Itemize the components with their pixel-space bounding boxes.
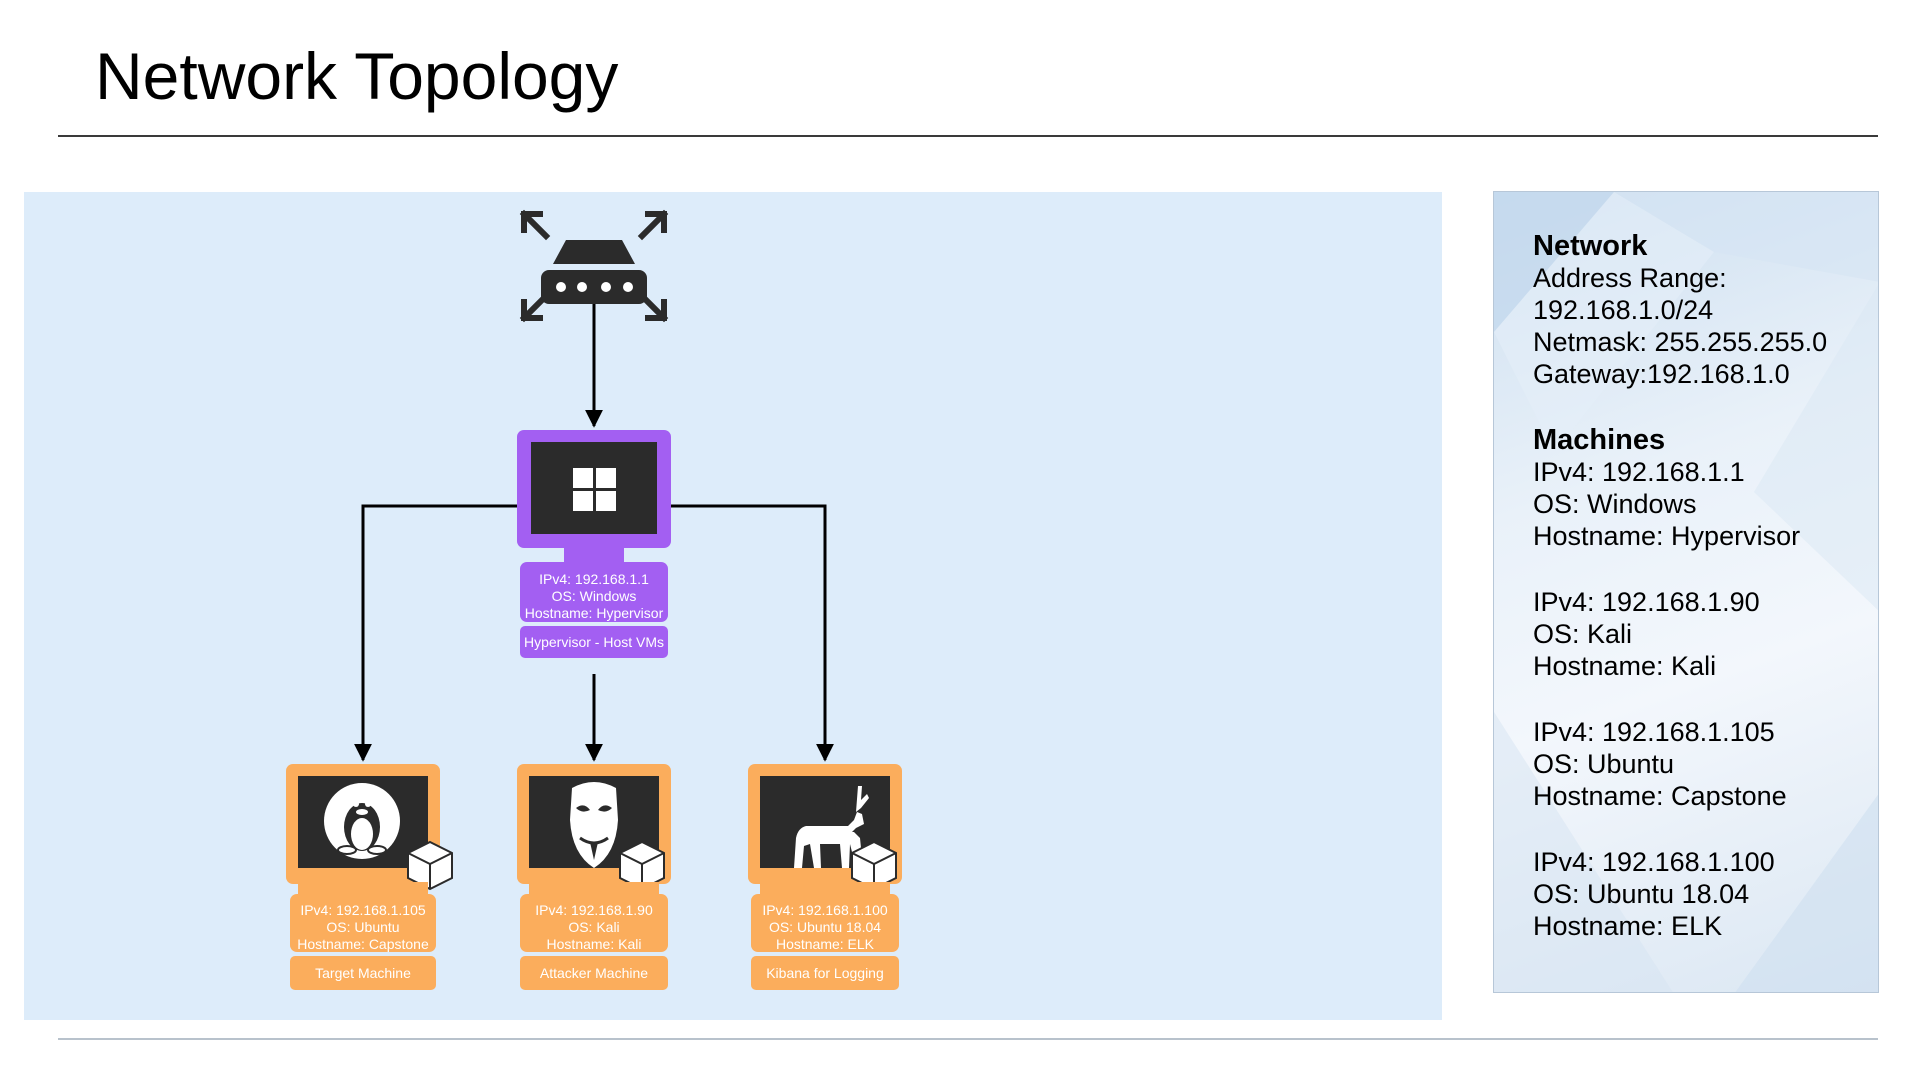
network-address-range: 192.168.1.0/24	[1533, 295, 1714, 325]
machine-hostname: Hostname: Capstone	[1533, 781, 1787, 811]
elk-ipv4: IPv4: 192.168.1.100	[762, 902, 888, 918]
topology-diagram: IPv4: 192.168.1.1 OS: Windows Hostname: …	[24, 192, 1442, 1020]
title-divider	[58, 135, 1878, 137]
machine-ipv4: IPv4: 192.168.1.1	[1533, 457, 1745, 487]
attacker-node: IPv4: 192.168.1.90 OS: Kali Hostname: Ka…	[517, 764, 671, 990]
network-netmask: Netmask: 255.255.255.0	[1533, 327, 1828, 357]
machine-os: OS: Kali	[1533, 619, 1633, 649]
vm-cube-icon	[619, 840, 665, 891]
elk-hostname: Hostname: ELK	[776, 936, 875, 952]
network-address-range-label: Address Range:	[1533, 263, 1727, 293]
hypervisor-to-target-link	[354, 504, 522, 762]
attacker-ipv4: IPv4: 192.168.1.90	[535, 902, 653, 918]
linux-tux-icon	[324, 783, 400, 859]
target-role: Target Machine	[315, 965, 411, 981]
target-hostname: Hostname: Capstone	[297, 936, 429, 952]
windows-logo-icon	[573, 468, 616, 511]
hypervisor-ipv4: IPv4: 192.168.1.1	[539, 571, 649, 587]
elk-deer-icon	[794, 786, 869, 868]
hypervisor-role: Hypervisor - Host VMs	[524, 634, 664, 650]
network-heading: Network	[1533, 230, 1648, 262]
card-background-pattern	[1494, 192, 1878, 992]
footer-divider	[58, 1038, 1878, 1040]
attacker-role: Attacker Machine	[540, 965, 648, 981]
machine-os: OS: Ubuntu 18.04	[1533, 879, 1750, 909]
network-gateway: Gateway:192.168.1.0	[1533, 359, 1790, 389]
network-info-card: Network Address Range: 192.168.1.0/24 Ne…	[1493, 191, 1879, 993]
anonymous-mask-icon	[570, 782, 618, 868]
machine-os: OS: Ubuntu	[1533, 749, 1675, 779]
vm-cube-icon	[407, 840, 453, 891]
attacker-hostname: Hostname: Kali	[547, 936, 642, 952]
hypervisor-to-elk-link	[666, 504, 834, 762]
target-ipv4: IPv4: 192.168.1.105	[300, 902, 426, 918]
topology-canvas: IPv4: 192.168.1.1 OS: Windows Hostname: …	[286, 209, 902, 990]
machine-ipv4: IPv4: 192.168.1.100	[1533, 847, 1775, 877]
elk-os: OS: Ubuntu 18.04	[769, 919, 881, 935]
hypervisor-hostname: Hostname: Hypervisor	[525, 605, 664, 621]
hypervisor-node: IPv4: 192.168.1.1 OS: Windows Hostname: …	[517, 430, 671, 658]
target-node: IPv4: 192.168.1.105 OS: Ubuntu Hostname:…	[286, 764, 453, 990]
attacker-os: OS: Kali	[568, 919, 619, 935]
machine-ipv4: IPv4: 192.168.1.105	[1533, 717, 1775, 747]
elk-node: IPv4: 192.168.1.100 OS: Ubuntu 18.04 Hos…	[748, 764, 902, 990]
connectors	[354, 304, 834, 762]
machines-heading: Machines	[1533, 424, 1666, 456]
elk-role: Kibana for Logging	[766, 965, 884, 981]
machine-hostname: Hostname: Kali	[1533, 651, 1717, 681]
router-icon	[519, 209, 669, 323]
target-os: OS: Ubuntu	[326, 919, 399, 935]
machine-hostname: Hostname: Hypervisor	[1533, 521, 1801, 551]
machine-os: OS: Windows	[1533, 489, 1697, 519]
page-title: Network Topology	[95, 39, 619, 113]
vm-cube-icon	[851, 840, 897, 891]
hypervisor-os: OS: Windows	[552, 588, 637, 604]
machine-ipv4: IPv4: 192.168.1.90	[1533, 587, 1760, 617]
info-text-block: Network Address Range: 192.168.1.0/24 Ne…	[1533, 230, 1827, 942]
machine-hostname: Hostname: ELK	[1533, 911, 1723, 941]
